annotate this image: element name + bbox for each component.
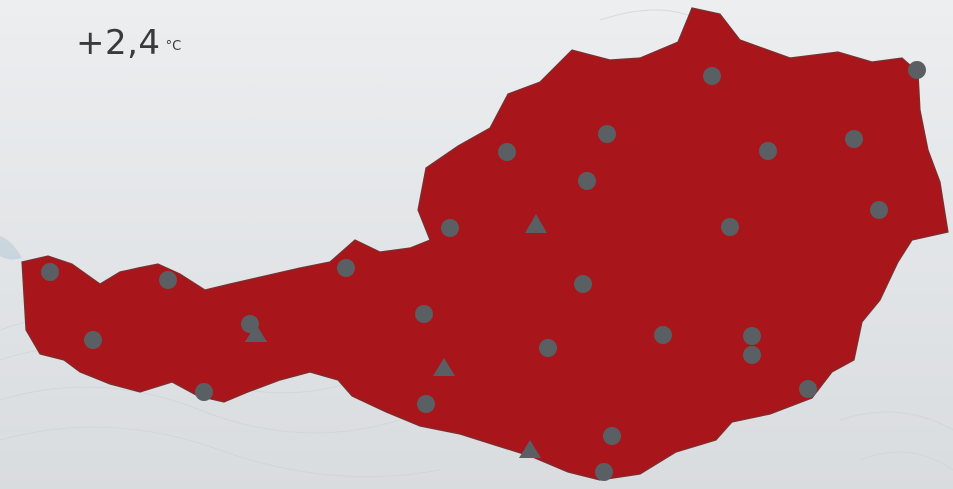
station-marker [598,125,616,143]
mountain-station-marker [519,440,541,458]
temperature-readout: +2,4 °C [76,26,181,60]
station-marker [845,130,863,148]
station-marker [743,346,761,364]
mountain-station-marker [433,358,455,376]
mountain-station-marker [525,214,547,233]
station-marker [159,271,177,289]
station-marker [337,259,355,277]
station-marker [84,331,102,349]
station-marker [799,380,817,398]
station-marker [603,427,621,445]
station-marker [654,326,672,344]
station-marker [41,263,59,281]
station-marker [759,142,777,160]
station-marker [595,463,613,481]
station-marker [578,172,596,190]
station-marker [195,383,213,401]
station-marker [908,61,926,79]
station-markers [41,61,926,481]
station-marker [743,327,761,345]
mountain-station-marker [245,324,267,342]
station-marker [417,395,435,413]
station-marker [415,305,433,323]
station-marker [703,67,721,85]
station-marker [870,201,888,219]
station-marker [721,218,739,236]
station-marker [539,339,557,357]
temperature-value: +2,4 [76,23,161,63]
temperature-unit: °C [165,39,182,54]
station-marker [574,275,592,293]
station-marker [498,143,516,161]
station-marker [441,219,459,237]
